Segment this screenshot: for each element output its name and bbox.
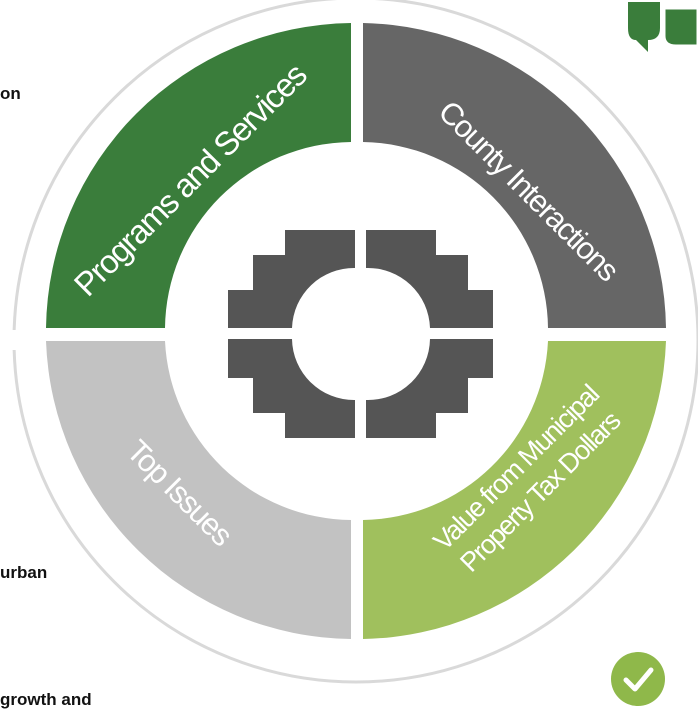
hub-quadrant-bottom-left <box>228 339 355 438</box>
text-fragment-middle: urban <box>0 563 48 582</box>
speech-bubble-back <box>628 2 660 52</box>
ring-gap-left <box>8 330 20 350</box>
segment-programs-and-services <box>46 23 351 328</box>
hub-quadrant-top-right <box>366 230 493 328</box>
segment-top-issues <box>46 341 351 639</box>
hub-quadrant-bottom-right <box>366 339 493 438</box>
text-fragment-bottom: growth and <box>0 690 92 709</box>
segment-county-interactions <box>363 23 666 328</box>
text-fragment-top: on <box>0 84 21 103</box>
segment-value-from-municipal-property-tax-dollars <box>363 341 666 639</box>
hub <box>228 230 493 438</box>
hub-quadrant-top-left <box>228 230 355 328</box>
speech-bubble-front <box>662 6 698 48</box>
ring-gap-top <box>347 0 365 7</box>
checkmark-icon <box>611 652 665 706</box>
hub-inner-circle <box>298 272 422 396</box>
speech-bubbles-icon <box>628 2 698 52</box>
